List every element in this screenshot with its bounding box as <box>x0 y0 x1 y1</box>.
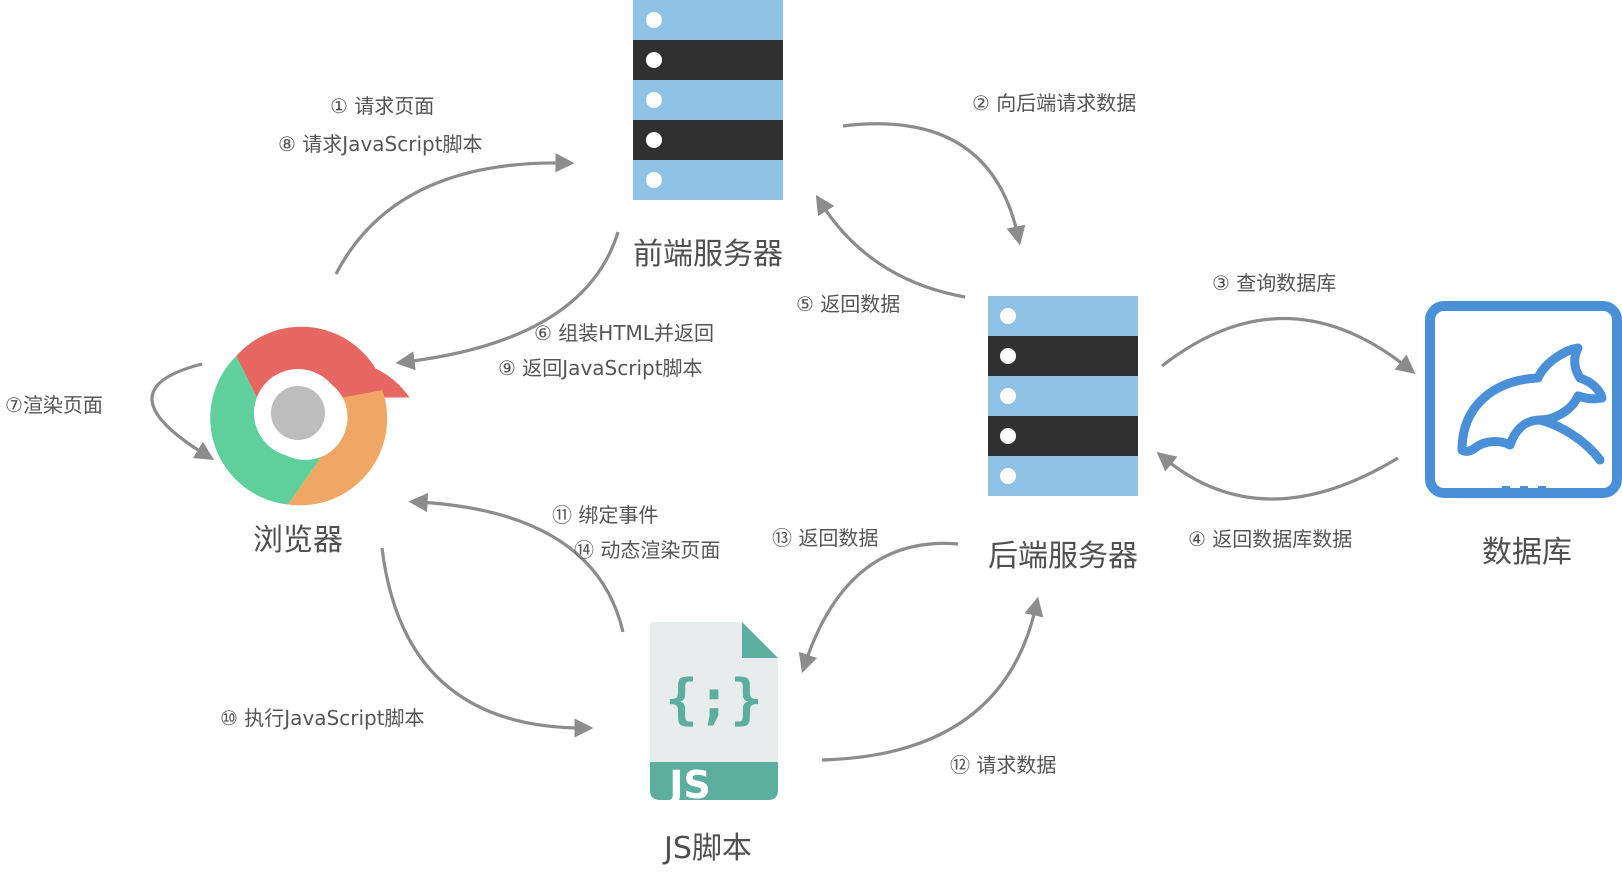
edge-label-8: ⑧ 请求JavaScript脚本 <box>278 132 483 156</box>
arrow-backend-to-database <box>1161 316 1416 374</box>
js-file-icon: {;} JS <box>650 622 778 807</box>
arrow-browser-to-js <box>380 547 594 738</box>
edge-label-9: ⑨ 返回JavaScript脚本 <box>498 356 703 380</box>
edge-label-12: ⑫ 请求数据 <box>950 753 1056 777</box>
arrow-database-to-backend <box>1156 451 1399 501</box>
dolphin-database-icon <box>1425 301 1622 498</box>
edge-label-4: ④ 返回数据库数据 <box>1188 527 1352 551</box>
arrow-frontend-to-browser <box>395 231 620 371</box>
edge-label-3: ③ 查询数据库 <box>1212 271 1336 295</box>
js-glyph: {;} <box>665 668 763 731</box>
arrow-js-to-browser <box>408 492 625 633</box>
arrow-frontend-to-backend <box>842 122 1026 246</box>
chrome-browser-icon <box>210 326 410 506</box>
edge-label-13: ⑬ 返回数据 <box>772 526 878 550</box>
edge-label-7: ⑦渲染页面 <box>5 393 103 417</box>
edge-label-2: ② 向后端请求数据 <box>972 91 1136 115</box>
edge-label-1: ① 请求页面 <box>330 94 434 118</box>
database-label: 数据库 <box>1482 535 1572 570</box>
frontend-server-label: 前端服务器 <box>633 237 783 272</box>
frontend-server-icon <box>633 0 783 200</box>
edge-label-14: ⑭ 动态渲染页面 <box>574 538 720 562</box>
edge-label-11: ⑪ 绑定事件 <box>552 503 658 527</box>
edge-label-5: ⑤ 返回数据 <box>796 292 900 316</box>
edge-label-10: ⑩ 执行JavaScript脚本 <box>220 706 425 730</box>
backend-server-label: 后端服务器 <box>988 539 1138 574</box>
edge-label-6: ⑥ 组装HTML并返回 <box>534 321 714 345</box>
browser-label: 浏览器 <box>253 523 343 558</box>
arrow-browser-self-render <box>150 362 215 461</box>
arrow-backend-to-frontend <box>815 194 966 299</box>
arrow-js-to-backend <box>821 596 1044 762</box>
arrow-backend-to-js <box>798 541 959 674</box>
js-badge-text: JS <box>666 763 711 807</box>
backend-server-icon <box>988 296 1138 496</box>
arrow-browser-to-frontend <box>334 153 575 275</box>
js-script-label: JS脚本 <box>662 831 752 866</box>
